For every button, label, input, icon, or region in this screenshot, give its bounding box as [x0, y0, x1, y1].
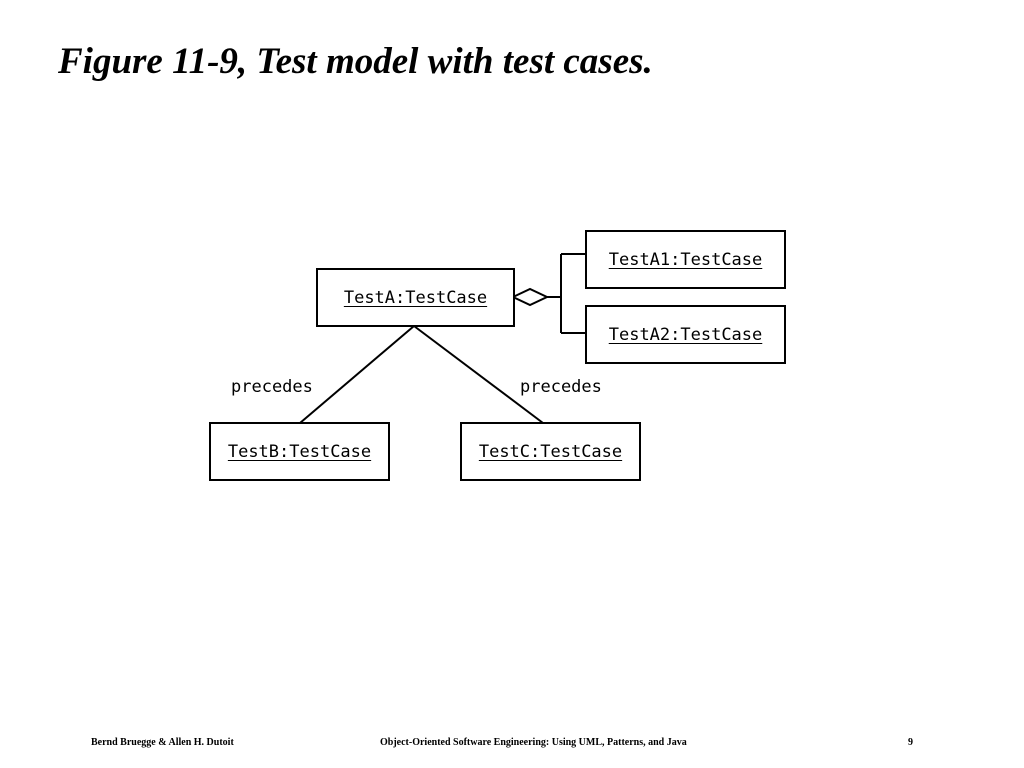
object-testa1[interactable]: TestA1:TestCase [585, 230, 786, 289]
aggregation-diamond [510, 287, 550, 307]
object-testa2-label: TestA2:TestCase [608, 324, 763, 345]
footer-book-title: Object-Oriented Software Engineering: Us… [380, 737, 687, 748]
object-testa[interactable]: TestA:TestCase [316, 268, 515, 327]
object-testc[interactable]: TestC:TestCase [460, 422, 641, 481]
object-testb[interactable]: TestB:TestCase [209, 422, 390, 481]
object-testa-label: TestA:TestCase [343, 287, 488, 308]
footer-authors: Bernd Bruegge & Allen H. Dutoit [91, 737, 234, 748]
precedes-line-c [413, 325, 544, 424]
object-testc-label: TestC:TestCase [478, 441, 623, 462]
slide-title: Figure 11-9, Test model with test cases. [58, 41, 653, 82]
footer-page-number: 9 [908, 737, 913, 748]
object-testa2[interactable]: TestA2:TestCase [585, 305, 786, 364]
object-testa1-label: TestA1:TestCase [608, 249, 763, 270]
precedes-line-b [299, 325, 415, 424]
object-testb-label: TestB:TestCase [227, 441, 372, 462]
association-label-precedes-c: precedes [520, 377, 602, 397]
association-label-precedes-b: precedes [231, 377, 313, 397]
